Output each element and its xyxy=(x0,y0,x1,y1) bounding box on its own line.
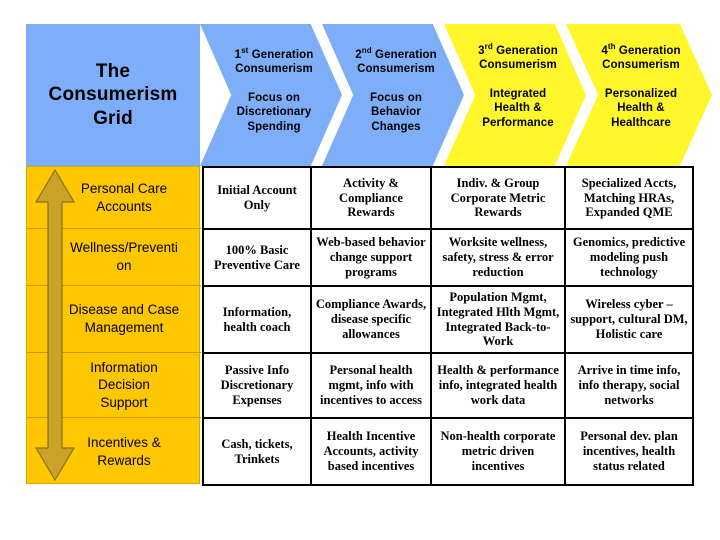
chevron-generation-3-title-line2: Consumerism xyxy=(479,58,557,71)
cell-incentives-rewards-generation-3: Non-health corporate metric driven incen… xyxy=(430,417,566,486)
table-row: Passive Info Discretionary Expenses Pers… xyxy=(202,352,694,419)
chevron-generation-1: 1st Generation Consumerism Focus on Disc… xyxy=(200,24,342,166)
cell-wellness-prevention-generation-4: Genomics, predictive modeling push techn… xyxy=(564,228,694,287)
cell-incentives-rewards-generation-2: Health Incentive Accounts, activity base… xyxy=(310,417,432,486)
cell-disease-case-management-generation-1: Information, health coach xyxy=(202,285,312,354)
cell-disease-case-management-generation-4: Wireless cyber – support, cultural DM, H… xyxy=(564,285,694,354)
chevron-generation-3-ordinal: 3 xyxy=(478,44,485,57)
chevron-generation-3-focus-line2: Health & xyxy=(494,102,542,115)
chevron-generation-2-ordinal-suffix: nd xyxy=(361,46,372,55)
page-title-text: The Consumerism Grid xyxy=(49,60,178,130)
chevron-generation-1-focus: Focus on Discretionary Spending xyxy=(237,91,312,134)
chevron-generation-2-focus-line1: Focus on xyxy=(370,91,422,104)
cell-information-decision-support-generation-4: Arrive in time info, info therapy, socia… xyxy=(564,352,694,419)
chevron-generation-3-focus: Integrated Health & Performance xyxy=(482,87,553,130)
chevron-generation-1-focus-line3: Spending xyxy=(247,120,301,133)
chevron-generation-2-focus-line2: Behavior xyxy=(370,106,421,119)
chevron-generation-4-focus-line3: Healthcare xyxy=(611,116,671,129)
cell-personal-care-accounts-generation-1: Initial Account Only xyxy=(202,166,312,230)
sidebar-item-information-decision-support-line-3: Support xyxy=(100,394,148,410)
chevron-generation-1-title-rest: Generation xyxy=(248,48,314,61)
sidebar-item-disease-case-management-line-2: Management xyxy=(84,320,164,335)
cell-disease-case-management-generation-3: Population Mgmt, Integrated Hlth Mgmt, I… xyxy=(430,285,566,354)
cell-personal-care-accounts-generation-3: Indiv. & Group Corporate Metric Rewards xyxy=(430,166,566,230)
chevron-generation-2-focus: Focus on Behavior Changes xyxy=(370,91,422,134)
table-row: 100% Basic Preventive Care Web-based beh… xyxy=(202,228,694,287)
chevron-generation-3-title: 3rd Generation Consumerism xyxy=(478,42,558,72)
cell-personal-care-accounts-generation-4: Specialized Accts, Matching HRAs, Expand… xyxy=(564,166,694,230)
cell-information-decision-support-generation-2: Personal health mgmt, info with incentiv… xyxy=(310,352,432,419)
chevron-generation-1-focus-line2: Discretionary xyxy=(236,106,312,119)
chevron-generation-2-focus-line3: Changes xyxy=(371,120,421,133)
sidebar-item-wellness-prevention-line-1: Wellness/Preventi xyxy=(70,240,178,256)
page-title-line-3: Grid xyxy=(93,107,133,129)
sidebar-item-wellness-prevention-line-2: on xyxy=(116,258,132,273)
chevron-generation-1-ordinal-suffix: st xyxy=(241,46,249,55)
sidebar-item-personal-care-accounts-line-1: Personal Care xyxy=(80,180,168,196)
chevron-generation-4-title-rest: Generation xyxy=(615,44,681,57)
chevron-generation-1-title: 1st Generation Consumerism xyxy=(235,46,314,76)
sidebar-item-incentives-rewards-line-2: Rewards xyxy=(97,452,151,468)
chevron-generation-2-title-rest: Generation xyxy=(371,48,437,61)
chevron-generation-3-focus-line1: Integrated xyxy=(489,87,547,100)
cell-wellness-prevention-generation-3: Worksite wellness, safety, stress & erro… xyxy=(430,228,566,287)
table-row: Initial Account Only Activity & Complian… xyxy=(202,166,694,230)
sidebar-item-information-decision-support-line-1: Information xyxy=(90,359,158,375)
chevron-generation-4: 4th Generation Consumerism Personalized … xyxy=(566,24,712,166)
cell-information-decision-support-generation-1: Passive Info Discretionary Expenses xyxy=(202,352,312,419)
page-title: The Consumerism Grid xyxy=(26,24,200,166)
cell-wellness-prevention-generation-1: 100% Basic Preventive Care xyxy=(202,228,312,287)
chevron-generation-1-title-line2: Consumerism xyxy=(235,62,313,75)
table-row: Cash, tickets, Trinkets Health Incentive… xyxy=(202,417,694,486)
chevron-generation-4-ordinal: 4 xyxy=(601,44,608,57)
page-title-line-1: The xyxy=(95,61,131,83)
chevron-generation-4-focus-line1: Personalized xyxy=(604,87,678,100)
cell-incentives-rewards-generation-1: Cash, tickets, Trinkets xyxy=(202,417,312,486)
cell-disease-case-management-generation-2: Compliance Awards, disease specific allo… xyxy=(310,285,432,354)
sidebar-item-incentives-rewards-label: Incentives & Rewards xyxy=(63,434,165,469)
cell-wellness-prevention-generation-2: Web-based behavior change support progra… xyxy=(310,228,432,287)
chevron-generation-4-title-line2: Consumerism xyxy=(602,58,680,71)
chevron-generation-4-focus-line2: Health & xyxy=(617,102,665,115)
chevron-generation-3-ordinal-suffix: rd xyxy=(484,42,493,51)
sidebar-item-disease-case-management-line-1: Disease and Case xyxy=(68,302,180,318)
chevron-generation-2-title: 2nd Generation Consumerism xyxy=(355,46,437,76)
chevron-generation-2: 2nd Generation Consumerism Focus on Beha… xyxy=(322,24,464,166)
sidebar-item-wellness-prevention[interactable]: Wellness/Preventi on xyxy=(27,229,201,286)
sidebar-item-wellness-prevention-label: Wellness/Preventi on xyxy=(46,239,182,274)
cell-personal-care-accounts-generation-2: Activity & Compliance Rewards xyxy=(310,166,432,230)
cell-incentives-rewards-generation-4: Personal dev. plan incentives, health st… xyxy=(564,417,694,486)
chevron-generation-1-ordinal: 1 xyxy=(234,48,242,61)
sidebar-item-incentives-rewards[interactable]: Incentives & Rewards xyxy=(27,418,201,485)
chevron-generation-1-focus-line1: Focus on xyxy=(248,91,300,104)
chevron-generation-3: 3rd Generation Consumerism Integrated He… xyxy=(444,24,586,166)
consumerism-grid-table: Initial Account Only Activity & Complian… xyxy=(202,166,694,486)
table-row: Information, health coach Compliance Awa… xyxy=(202,285,694,354)
header-band: The Consumerism Grid 1st Generation Cons… xyxy=(0,24,720,166)
chevron-generation-2-title-line2: Consumerism xyxy=(357,62,435,75)
sidebar-item-incentives-rewards-line-1: Incentives & xyxy=(87,434,161,450)
cell-information-decision-support-generation-3: Health & performance info, integrated he… xyxy=(430,352,566,419)
page-title-line-2: Consumerism xyxy=(48,84,178,106)
chevron-generation-4-ordinal-suffix: th xyxy=(607,42,616,51)
chevron-generation-3-focus-line3: Performance xyxy=(482,116,554,129)
chevron-generation-4-title: 4th Generation Consumerism xyxy=(601,42,680,72)
chevron-generation-3-title-rest: Generation xyxy=(492,44,558,57)
chevron-generation-4-focus: Personalized Health & Healthcare xyxy=(605,87,677,130)
chevron-generation-2-ordinal: 2 xyxy=(355,48,362,61)
sidebar-item-information-decision-support-line-2: Decision xyxy=(98,377,150,393)
sidebar-item-personal-care-accounts-line-2: Accounts xyxy=(96,198,152,214)
